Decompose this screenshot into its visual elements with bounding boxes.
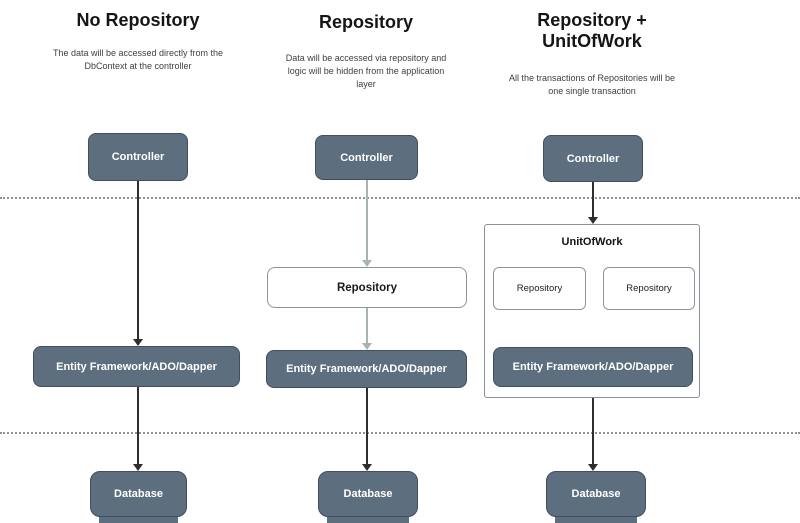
arrow-line: [137, 181, 139, 339]
arrow-head-icon: [362, 464, 372, 471]
database-base: [555, 513, 637, 523]
arrow-line: [592, 182, 594, 217]
arrow-line: [366, 308, 368, 343]
entity-framework-node: Entity Framework/ADO/Dapper: [266, 350, 467, 388]
arrow-head-icon: [588, 464, 598, 471]
column-title-repository: Repository: [318, 12, 414, 32]
column-title-no-repository: No Repository: [76, 10, 200, 30]
repository-node: Repository: [267, 267, 467, 308]
arrow-line: [592, 398, 594, 464]
repository-node: Repository: [493, 267, 586, 310]
column-description-repository-unitofwork: All the transactions of Repositories wil…: [508, 73, 676, 97]
arrow-head-icon: [133, 339, 143, 346]
arrow-head-icon: [588, 217, 598, 224]
controller-node: Controller: [543, 135, 643, 182]
dotted-separator-bottom: [0, 432, 800, 434]
database-base: [327, 513, 409, 523]
database-node: Database: [546, 471, 646, 517]
arrow-head-icon: [362, 260, 372, 267]
controller-node: Controller: [315, 135, 418, 180]
entity-framework-node: Entity Framework/ADO/Dapper: [493, 347, 693, 387]
database-base: [99, 513, 178, 523]
column-description-repository: Data will be accessed via repository and…: [285, 53, 447, 90]
dotted-separator-top: [0, 197, 800, 199]
controller-node: Controller: [88, 133, 188, 181]
database-node: Database: [318, 471, 418, 517]
arrow-head-icon: [362, 343, 372, 350]
column-description-no-repository: The data will be accessed directly from …: [52, 48, 224, 72]
arrow-line: [366, 180, 368, 260]
entity-framework-node: Entity Framework/ADO/Dapper: [33, 346, 240, 387]
unitofwork-label: UnitOfWork: [561, 236, 623, 248]
repository-node: Repository: [603, 267, 695, 310]
database-node: Database: [90, 471, 187, 517]
arrow-line: [366, 388, 368, 464]
arrow-line: [137, 387, 139, 464]
arrow-head-icon: [133, 464, 143, 471]
column-title-repository-unitofwork: Repository + UnitOfWork: [537, 10, 647, 51]
